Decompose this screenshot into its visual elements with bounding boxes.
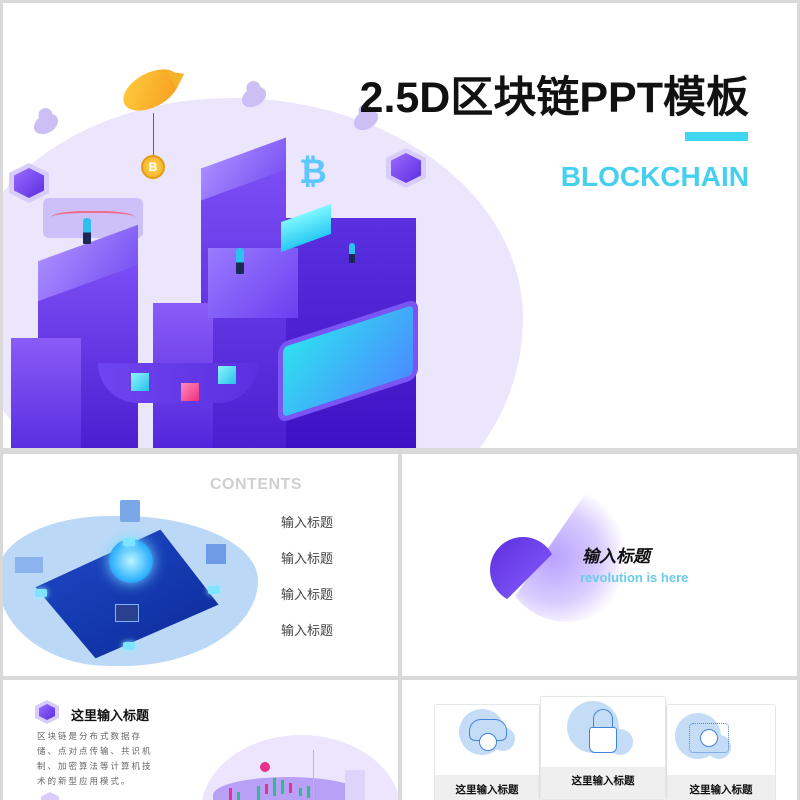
cloud-icon bbox=[30, 109, 62, 139]
circuit-bitcoin-icon bbox=[700, 729, 718, 747]
atm-icon bbox=[120, 500, 140, 522]
card-title: 这里输入标题 bbox=[541, 767, 665, 799]
coin-icon bbox=[260, 762, 270, 772]
candlestick bbox=[265, 784, 268, 794]
slide-detail[interactable]: 这里输入标题 区块链是分布式数据存储、点对点传输、共识机制、加密算法等计算机技术… bbox=[3, 680, 398, 800]
cube-bullet-icon bbox=[35, 700, 59, 724]
slide-cards[interactable]: 这里输入标题 这里输入标题 这里输入标题 bbox=[402, 680, 797, 800]
laptop-icon bbox=[115, 604, 139, 622]
card-icon-area bbox=[435, 705, 539, 775]
section-title: 输入标题 bbox=[582, 547, 650, 566]
feature-card[interactable]: 这里输入标题 bbox=[540, 696, 666, 800]
detail-body: 区块链是分布式数据存储、点对点传输、共识机制、加密算法等计算机技术的新型应用模式… bbox=[37, 732, 153, 787]
network-node bbox=[123, 642, 135, 650]
cube-icon bbox=[14, 168, 44, 198]
cube-bullet-icon bbox=[41, 792, 59, 800]
candlestick bbox=[289, 783, 292, 793]
bitcoin-coin-icon: B bbox=[141, 155, 165, 179]
bitcoin-coin-icon bbox=[479, 733, 497, 751]
lock-shackle bbox=[593, 709, 613, 729]
accent-bar bbox=[685, 132, 748, 141]
candlestick bbox=[237, 792, 240, 800]
card-icon-area bbox=[541, 697, 665, 767]
candlestick bbox=[273, 778, 276, 796]
table-of-contents: 输入标题 输入标题 输入标题 输入标题 bbox=[281, 516, 333, 660]
chart-line bbox=[51, 211, 135, 227]
candlestick bbox=[307, 786, 310, 798]
data-block-icon bbox=[181, 383, 199, 401]
factory-icon bbox=[15, 557, 43, 573]
toc-item[interactable]: 输入标题 bbox=[281, 516, 334, 531]
candlestick bbox=[229, 788, 232, 800]
cover-title: 2.5D区块链PPT模板 bbox=[359, 74, 749, 122]
bank-icon bbox=[206, 544, 226, 564]
toc-item[interactable]: 输入标题 bbox=[281, 588, 334, 603]
toc-item[interactable]: 输入标题 bbox=[281, 552, 334, 567]
beam-line bbox=[313, 750, 314, 800]
slide-section[interactable]: 输入标题 revolution is here bbox=[402, 454, 797, 676]
cube-icon bbox=[391, 153, 421, 183]
feature-card[interactable]: 这里输入标题 bbox=[434, 704, 540, 800]
chart-stage bbox=[213, 777, 363, 800]
candlestick bbox=[299, 788, 302, 796]
contents-heading: CONTENTS bbox=[210, 476, 302, 493]
feature-card[interactable]: 这里输入标题 bbox=[666, 704, 776, 800]
blimp-rope bbox=[153, 113, 154, 158]
network-globe-icon bbox=[109, 539, 153, 583]
slide-contents[interactable]: CONTENTS 输入标题 输入标题 输入标题 输入标题 bbox=[3, 454, 398, 676]
person-figure bbox=[236, 248, 244, 274]
network-node bbox=[35, 589, 47, 597]
card-title: 这里输入标题 bbox=[667, 775, 775, 800]
person-figure bbox=[83, 218, 91, 244]
bitcoin-pillar bbox=[345, 770, 365, 800]
detail-title: 这里输入标题 bbox=[71, 708, 150, 723]
data-block-icon bbox=[131, 373, 149, 391]
toc-item[interactable]: 输入标题 bbox=[281, 624, 334, 639]
card-icon-area bbox=[667, 705, 775, 775]
candlestick bbox=[281, 780, 284, 794]
slide-cover[interactable]: B ₿ 2.5D区块链PPT模板 BLOCKCHAIN bbox=[3, 3, 797, 448]
network-node bbox=[208, 586, 220, 594]
network-node bbox=[123, 538, 135, 546]
platform-deck bbox=[208, 248, 298, 318]
cover-subtitle: BLOCKCHAIN bbox=[560, 161, 749, 192]
bitcoin-icon: ₿ bbox=[299, 153, 327, 191]
section-subtitle: revolution is here bbox=[580, 570, 689, 585]
data-block-icon bbox=[218, 366, 236, 384]
card-title: 这里输入标题 bbox=[435, 775, 539, 800]
person-figure bbox=[349, 243, 355, 263]
lock-bitcoin-icon bbox=[589, 727, 617, 753]
candlestick bbox=[257, 786, 260, 800]
circuit-lines bbox=[689, 723, 729, 753]
tower-front-left bbox=[11, 338, 81, 448]
